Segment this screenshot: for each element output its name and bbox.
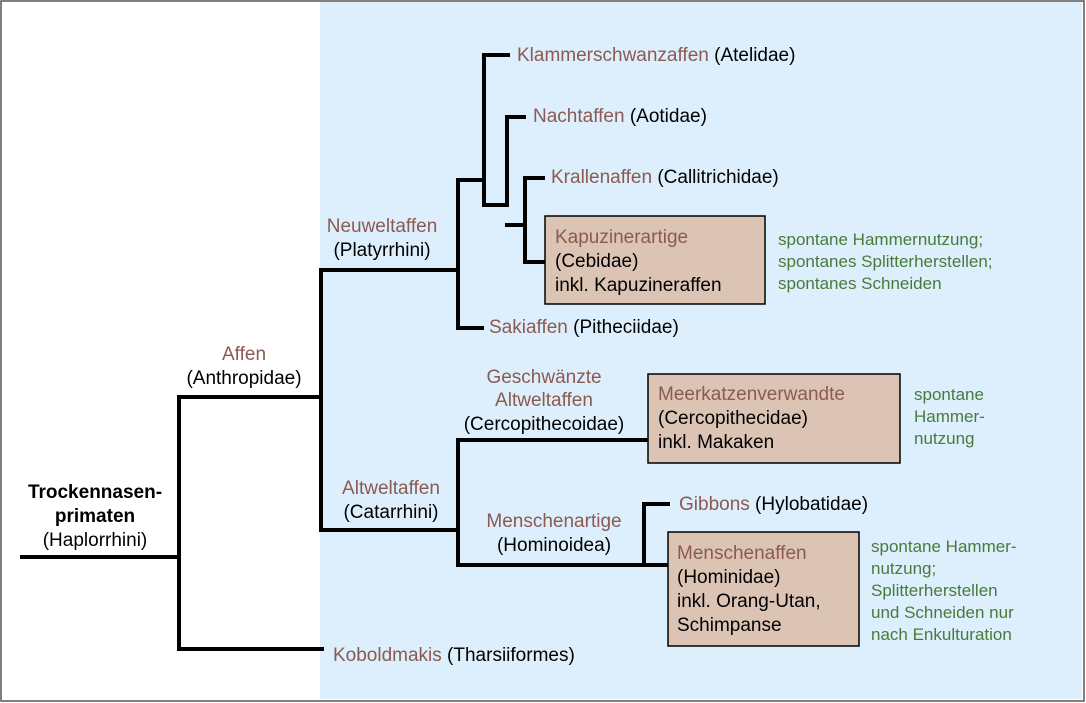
koboldmakis-label: Koboldmakis (Tharsiiformes)	[333, 645, 575, 666]
affen-latin: (Anthropidae)	[186, 368, 301, 389]
hominidae-extra2: Schimpanse	[677, 615, 782, 636]
pitheciidae-latin: (Pitheciidae)	[568, 317, 679, 338]
cercopithecidae-name: Meerkatzenverwandte	[658, 384, 845, 405]
hominidae-note-5: nach Enkulturation	[871, 625, 1012, 644]
branch-cebidae	[523, 223, 547, 264]
hylobatidae-latin: (Hylobatidae)	[750, 494, 868, 515]
cebidae-latin: (Cebidae)	[555, 251, 638, 272]
atelidae-name: Klammerschwanzaffen	[517, 45, 709, 66]
cercopithecoidae-latin: (Cercopithecoidae)	[464, 414, 625, 435]
hominidae-note-4: und Schneiden nur	[871, 603, 1014, 622]
root-label: Trockennasen- primaten (Haplorrhini)	[28, 482, 162, 551]
cercopithecidae-note-2: Hammer-	[914, 407, 985, 426]
cercopithecidae-latin: (Cercopithecidae)	[658, 408, 808, 429]
neuweltaffen-name: Neuweltaffen	[327, 216, 438, 237]
pitheciidae-label: Sakiaffen (Pitheciidae)	[489, 317, 679, 338]
cebidae-note-3: spontanes Schneiden	[778, 274, 942, 293]
cercopithecidae-note-1: spontane	[914, 385, 984, 404]
hominoidea-name: Menschenartige	[486, 511, 621, 532]
cercopithecidae-box	[647, 373, 901, 464]
hominidae-name: Menschenaffen	[677, 543, 807, 564]
cebidae-note-2: spontanes Splitterherstellen;	[778, 252, 993, 271]
cercopithecidae-extra: inkl. Makaken	[658, 432, 774, 453]
cebidae-extra: inkl. Kapuzineraffen	[555, 275, 722, 296]
cercopithecidae-note-3: nutzung	[914, 429, 975, 448]
aotidae-name: Nachtaffen	[533, 106, 625, 127]
hominidae-note-2: nutzung;	[871, 559, 936, 578]
branch-atelidae	[482, 53, 510, 207]
callitrichidae-label: Krallenaffen (Callitrichidae)	[551, 167, 779, 188]
atelidae-latin: (Atelidae)	[709, 45, 796, 66]
branch-aot-group	[482, 115, 526, 207]
callitrichidae-name: Krallenaffen	[551, 167, 652, 188]
aotidae-label: Nachtaffen (Aotidae)	[533, 106, 707, 127]
cebidae-box	[544, 215, 766, 305]
hominidae-extra1: inkl. Orang-Utan,	[677, 591, 821, 612]
root-latin: (Haplorrhini)	[43, 530, 148, 551]
affen-name: Affen	[222, 344, 266, 365]
hominoidea-latin: (Hominoidea)	[497, 535, 611, 556]
tree-branches	[20, 53, 670, 651]
atelidae-label: Klammerschwanzaffen (Atelidae)	[517, 45, 795, 66]
koboldmakis-latin: (Tharsiiformes)	[442, 645, 575, 666]
callitrichidae-latin: (Callitrichidae)	[652, 167, 779, 188]
aotidae-latin: (Aotidae)	[625, 106, 707, 127]
hominidae-note-3: Splitterherstellen	[871, 581, 998, 600]
root-name-line2: primaten	[55, 506, 135, 527]
branch-root-split	[177, 395, 324, 651]
pitheciidae-name: Sakiaffen	[489, 317, 568, 338]
neuweltaffen-latin: (Platyrrhini)	[333, 240, 430, 261]
hominidae-box	[667, 531, 860, 647]
hylobatidae-name: Gibbons	[679, 494, 750, 515]
altweltaffen-latin: (Catarrhini)	[343, 502, 438, 523]
cercopithecoidae-name-2: Altweltaffen	[495, 390, 593, 411]
hominidae-latin: (Hominidae)	[677, 567, 780, 588]
cebidae-note-1: spontane Hammernutzung;	[778, 230, 983, 249]
cebidae-name: Kapuzinerartige	[555, 227, 688, 248]
hominidae-note-1: spontane Hammer-	[871, 537, 1017, 556]
koboldmakis-name: Koboldmakis	[333, 645, 442, 666]
altweltaffen-name: Altweltaffen	[342, 478, 440, 499]
root-name-line1: Trockennasen-	[28, 482, 162, 503]
cercopithecoidae-name-1: Geschwänzte	[486, 367, 601, 388]
branch-calli-group	[505, 176, 545, 227]
hylobatidae-label: Gibbons (Hylobatidae)	[679, 494, 868, 515]
branch-neuwelt-split	[456, 178, 484, 330]
